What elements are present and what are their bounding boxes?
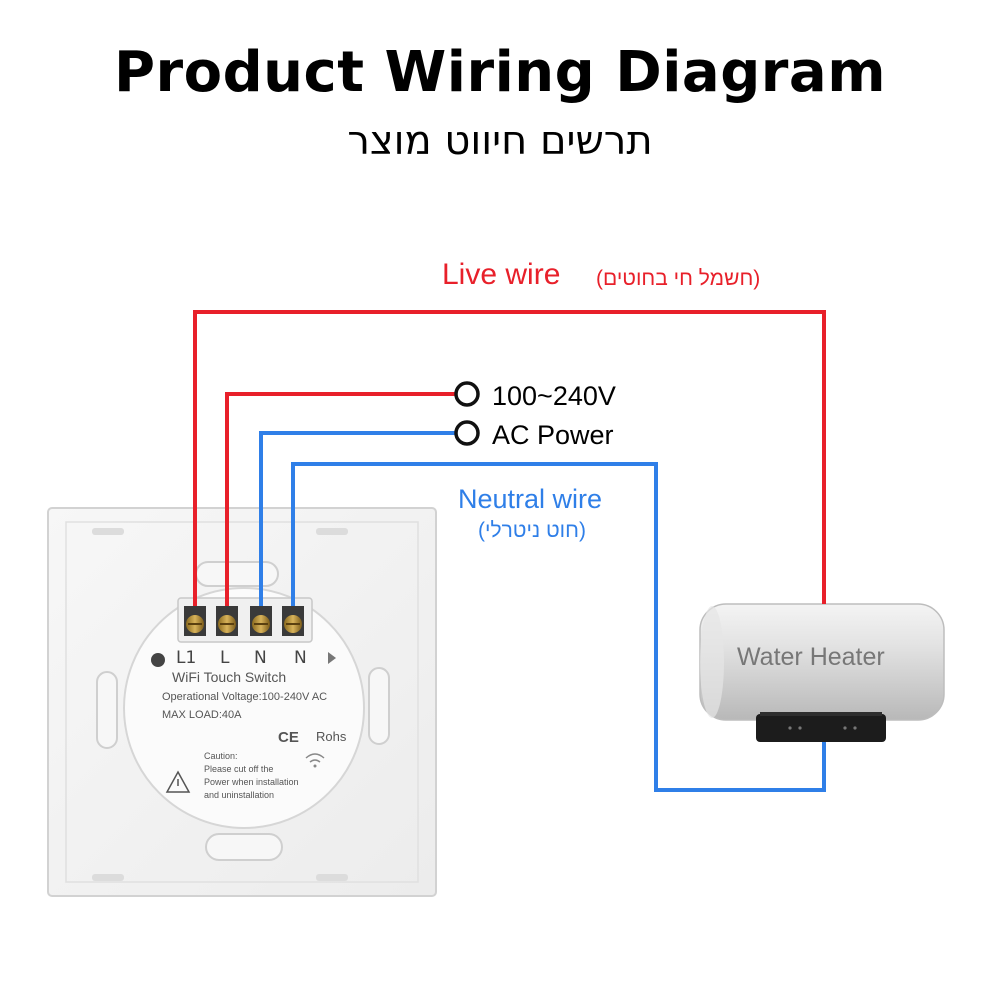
terminal-screw-n2 <box>282 606 304 636</box>
ac-power-label: AC Power <box>492 420 614 450</box>
terminal-label-l: L <box>220 648 230 668</box>
neutral-wire-label-hebrew: (חוט ניטרלי) <box>478 519 586 542</box>
live-wire-l <box>225 392 456 606</box>
voltage-label: 100~240V <box>492 381 616 411</box>
terminal-block <box>177 597 313 643</box>
rohs-mark: Rohs <box>316 729 347 744</box>
live-wire-l1 <box>193 310 826 606</box>
ce-mark: CE <box>278 729 299 746</box>
terminal-screw-l <box>216 606 238 636</box>
terminal-label-n2: N <box>294 648 307 668</box>
live-wire-label: Live wire <box>442 258 561 291</box>
terminal-screw-l1 <box>184 606 206 636</box>
power-terminal-live <box>454 381 480 407</box>
switch-product-name: WiFi Touch Switch <box>172 669 287 685</box>
live-wire-label-hebrew: (חשמל חי בחוטים) <box>596 267 761 290</box>
terminal-label-l1: L1 <box>176 648 197 668</box>
diagram-subtitle-hebrew: תרשים חיווט מוצר <box>347 118 653 164</box>
neutral-wire-n1 <box>259 431 456 606</box>
terminal-screw-n1 <box>250 606 272 636</box>
switch-operational-voltage: Operational Voltage:100-240V AC <box>162 691 328 703</box>
switch-round-module <box>123 587 365 829</box>
power-terminal-neutral <box>454 420 480 446</box>
water-heater-label: Water Heater <box>737 643 885 671</box>
diagram-title: Product Wiring Diagram <box>113 40 887 105</box>
water-heater <box>699 603 945 742</box>
terminal-label-n1: N <box>254 648 267 668</box>
neutral-wire-label: Neutral wire <box>458 484 603 514</box>
neutral-wire-n2 <box>291 462 826 792</box>
caution-text: Caution: Please cut off the Power when i… <box>204 751 299 800</box>
switch-max-load: MAX LOAD:40A <box>162 709 242 721</box>
